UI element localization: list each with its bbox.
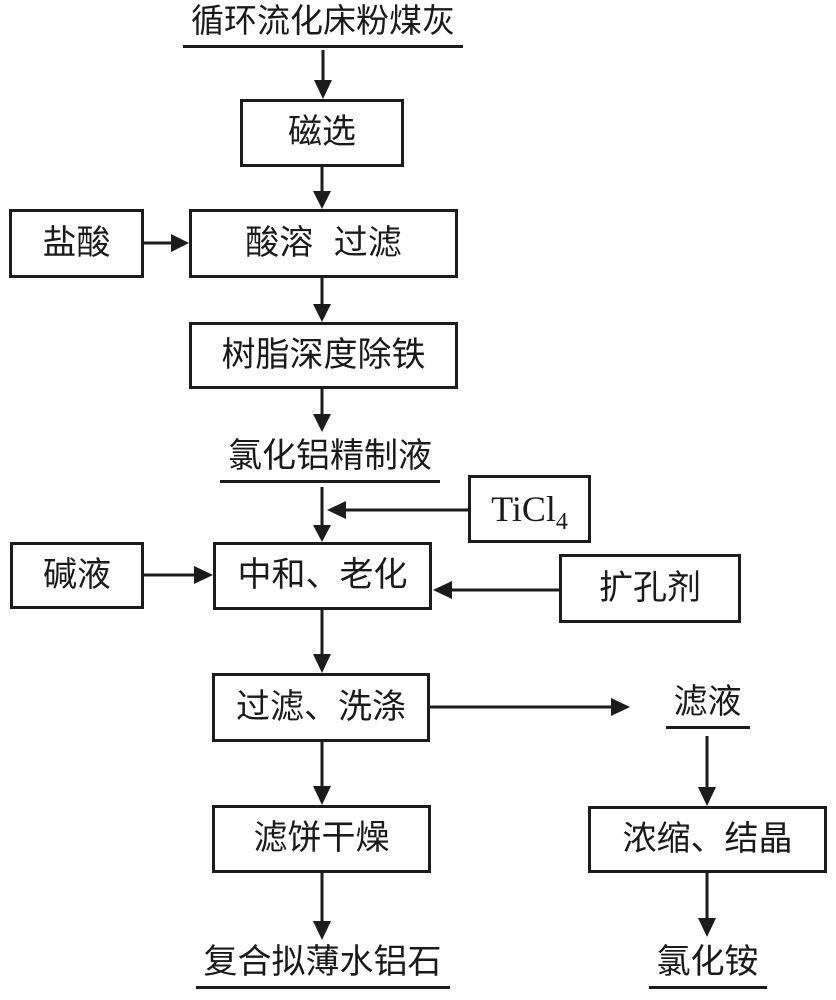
- label-product-ammonium-chloride-text: 氯化铵: [648, 944, 767, 990]
- arrow-pore-to-neutralize: [433, 581, 559, 599]
- ticl4-formula-subscript: 4: [555, 509, 568, 535]
- label-product-composite-pseudoboehmite: 复合拟薄水铝石: [160, 944, 485, 990]
- arrow-acid-to-resin: [313, 278, 331, 322]
- box-neutralize-aging-label: 中和、老化: [237, 557, 408, 594]
- arrow-neutralize-to-filterwash: [313, 610, 331, 673]
- box-acid-dissolve-filter: 酸溶 过滤: [189, 209, 458, 278]
- box-pore-expander: 扩孔剂: [559, 554, 741, 623]
- arrow-resin-to-refined: [313, 389, 331, 432]
- box-acid-dissolve-filter-label: 酸溶 过滤: [245, 224, 402, 262]
- arrow-source-to-magnetic: [314, 50, 332, 99]
- arrow-alkali-to-neutralize: [144, 566, 213, 584]
- box-ticl4-label: TiCl4: [491, 489, 568, 534]
- box-magnetic-separation-label: 磁选: [288, 114, 356, 151]
- arrow-cakedry-to-product: [313, 873, 331, 940]
- label-source-material-text: 循环流化床粉煤灰: [183, 4, 463, 49]
- box-filter-wash-label: 过滤、洗涤: [236, 688, 406, 726]
- label-refined-solution-text: 氯化铝精制液: [220, 438, 440, 484]
- box-resin-iron-removal: 树脂深度除铁: [189, 322, 458, 389]
- arrow-ticl4-to-line: [327, 501, 468, 519]
- box-ticl4: TiCl4: [468, 475, 591, 543]
- arrow-filterwash-to-cakedry: [313, 742, 331, 805]
- box-concentrate-crystallize-label: 浓缩、结晶: [622, 820, 793, 858]
- arrow-hcl-to-acid: [144, 234, 189, 252]
- box-concentrate-crystallize: 浓缩、结晶: [588, 806, 827, 873]
- label-source-material: 循环流化床粉煤灰: [160, 4, 486, 49]
- box-neutralize-aging: 中和、老化: [213, 542, 432, 610]
- arrow-filterwash-to-filtrate: [430, 698, 630, 716]
- label-refined-solution: 氯化铝精制液: [200, 438, 460, 484]
- box-alkali-solution: 碱液: [10, 542, 144, 609]
- label-filtrate-text: 滤液: [665, 684, 750, 730]
- arrow-concentrate-to-nh4cl: [698, 873, 716, 937]
- ticl4-formula-main: TiCl: [491, 489, 556, 529]
- box-filter-wash: 过滤、洗涤: [212, 673, 430, 742]
- box-pore-expander-label: 扩孔剂: [599, 569, 701, 607]
- arrow-filtrate-to-concentrate: [698, 736, 716, 806]
- arrow-magnetic-to-acid: [313, 167, 331, 209]
- label-product-composite-pseudoboehmite-text: 复合拟薄水铝石: [195, 944, 450, 990]
- arrow-refined-to-neutralize: [313, 487, 331, 542]
- box-resin-iron-removal-label: 树脂深度除铁: [221, 336, 426, 374]
- box-cake-drying-label: 滤饼干燥: [253, 820, 390, 857]
- box-alkali-solution-label: 碱液: [43, 556, 111, 594]
- box-hydrochloric-acid: 盐酸: [9, 209, 144, 278]
- label-filtrate: 滤液: [645, 684, 770, 730]
- box-hydrochloric-acid-label: 盐酸: [42, 224, 111, 262]
- box-magnetic-separation: 磁选: [240, 99, 404, 167]
- box-cake-drying: 滤饼干燥: [212, 805, 431, 873]
- label-product-ammonium-chloride: 氯化铵: [630, 944, 785, 990]
